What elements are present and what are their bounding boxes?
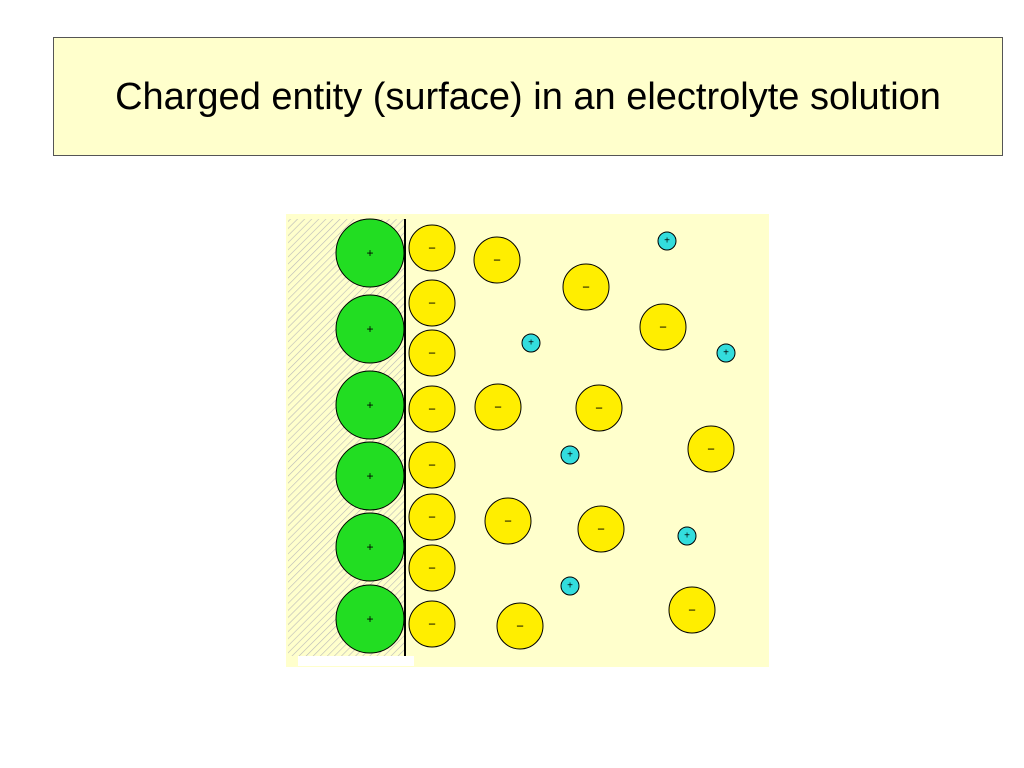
stern-anion-circle — [408, 279, 456, 327]
title-box: Charged entity (surface) in an electroly… — [53, 37, 1003, 156]
diffuse-anion-sign: − — [494, 400, 502, 415]
surface-ion: + — [335, 370, 405, 440]
cation-sign: + — [723, 348, 729, 359]
diffuse-anion: − — [687, 425, 735, 473]
cation-circle — [657, 231, 677, 251]
surface-ion-sign: + — [366, 612, 373, 626]
diffuse-anion-circle — [484, 497, 532, 545]
diffuse-anion-sign: − — [597, 522, 605, 537]
cation-sign: + — [684, 531, 690, 542]
cation-sign: + — [567, 450, 573, 461]
cation: + — [521, 333, 541, 353]
cation-sign: + — [567, 581, 573, 592]
cation: + — [560, 445, 580, 465]
surface-ion-sign: + — [366, 398, 373, 412]
diffuse-anion: − — [496, 602, 544, 650]
stern-anion: − — [408, 544, 456, 592]
cation-circle — [560, 445, 580, 465]
stern-anion: − — [408, 385, 456, 433]
stern-anion: − — [408, 441, 456, 489]
cation-circle — [677, 526, 697, 546]
stern-anion-circle — [408, 441, 456, 489]
diffuse-anion-circle — [577, 505, 625, 553]
stern-anion-sign: − — [428, 402, 436, 417]
surface-ion-circle — [335, 294, 405, 364]
diffuse-anion-circle — [687, 425, 735, 473]
diffuse-anion-sign: − — [688, 603, 696, 618]
stern-anion: − — [408, 224, 456, 272]
diffuse-anion-circle — [496, 602, 544, 650]
surface-ion: + — [335, 512, 405, 582]
diffuse-anion: − — [639, 303, 687, 351]
cation: + — [560, 576, 580, 596]
surface-ion-circle — [335, 512, 405, 582]
stern-anion-circle — [408, 224, 456, 272]
surface-ion-circle — [335, 370, 405, 440]
diffuse-anion: − — [473, 236, 521, 284]
diffuse-anion-circle — [639, 303, 687, 351]
cation-circle — [716, 343, 736, 363]
surface-ion-sign: + — [366, 322, 373, 336]
diffuse-anion-sign: − — [659, 320, 667, 335]
surface-ion-circle — [335, 584, 405, 654]
diffuse-anion-circle — [473, 236, 521, 284]
diffuse-anion: − — [575, 384, 623, 432]
slide-title: Charged entity (surface) in an electroly… — [115, 75, 941, 118]
stern-anion-sign: − — [428, 561, 436, 576]
stern-anion: − — [408, 600, 456, 648]
stern-anion: − — [408, 493, 456, 541]
cation-sign: + — [528, 338, 534, 349]
diffuse-anion-circle — [562, 263, 610, 311]
diffuse-anion-sign: − — [493, 253, 501, 268]
stern-anion-circle — [408, 329, 456, 377]
surface-ion: + — [335, 441, 405, 511]
charged-surface — [288, 219, 405, 656]
stern-anion-sign: − — [428, 346, 436, 361]
stern-anion: − — [408, 279, 456, 327]
diffuse-anion: − — [577, 505, 625, 553]
surface-ion-sign: + — [366, 540, 373, 554]
stern-anion-circle — [408, 385, 456, 433]
diffuse-anion: − — [484, 497, 532, 545]
diffuse-anion-sign: − — [707, 442, 715, 457]
cation: + — [657, 231, 677, 251]
surface-ion: + — [335, 218, 405, 288]
diffuse-anion-sign: − — [582, 280, 590, 295]
diffuse-anion-sign: − — [504, 514, 512, 529]
diffuse-anion: − — [668, 586, 716, 634]
diffuse-anion-sign: − — [516, 619, 524, 634]
diffuse-anion-circle — [474, 383, 522, 431]
surface-ion-sign: + — [366, 246, 373, 260]
stern-anion-sign: − — [428, 241, 436, 256]
diffuse-anion-circle — [668, 586, 716, 634]
stern-anion-sign: − — [428, 296, 436, 311]
ions-layer: + + + + + + − − − − − − − − − − − − − − − − − − + + + + + + — [335, 218, 736, 654]
diffuse-anion-circle — [575, 384, 623, 432]
cation-circle — [560, 576, 580, 596]
surface-base — [298, 656, 414, 666]
stern-anion-sign: − — [428, 617, 436, 632]
stern-anion: − — [408, 329, 456, 377]
stern-anion-circle — [408, 600, 456, 648]
stern-anion-circle — [408, 544, 456, 592]
diffuse-anion: − — [474, 383, 522, 431]
surface-ion-circle — [335, 218, 405, 288]
diffuse-anion: − — [562, 263, 610, 311]
stern-anion-circle — [408, 493, 456, 541]
stern-anion-sign: − — [428, 458, 436, 473]
cation: + — [716, 343, 736, 363]
surface-ion: + — [335, 584, 405, 654]
stern-anion-sign: − — [428, 510, 436, 525]
cation-circle — [521, 333, 541, 353]
surface-ion-sign: + — [366, 469, 373, 483]
surface-ion: + — [335, 294, 405, 364]
surface-ion-circle — [335, 441, 405, 511]
cation: + — [677, 526, 697, 546]
diffuse-anion-sign: − — [595, 401, 603, 416]
cation-sign: + — [664, 236, 670, 247]
